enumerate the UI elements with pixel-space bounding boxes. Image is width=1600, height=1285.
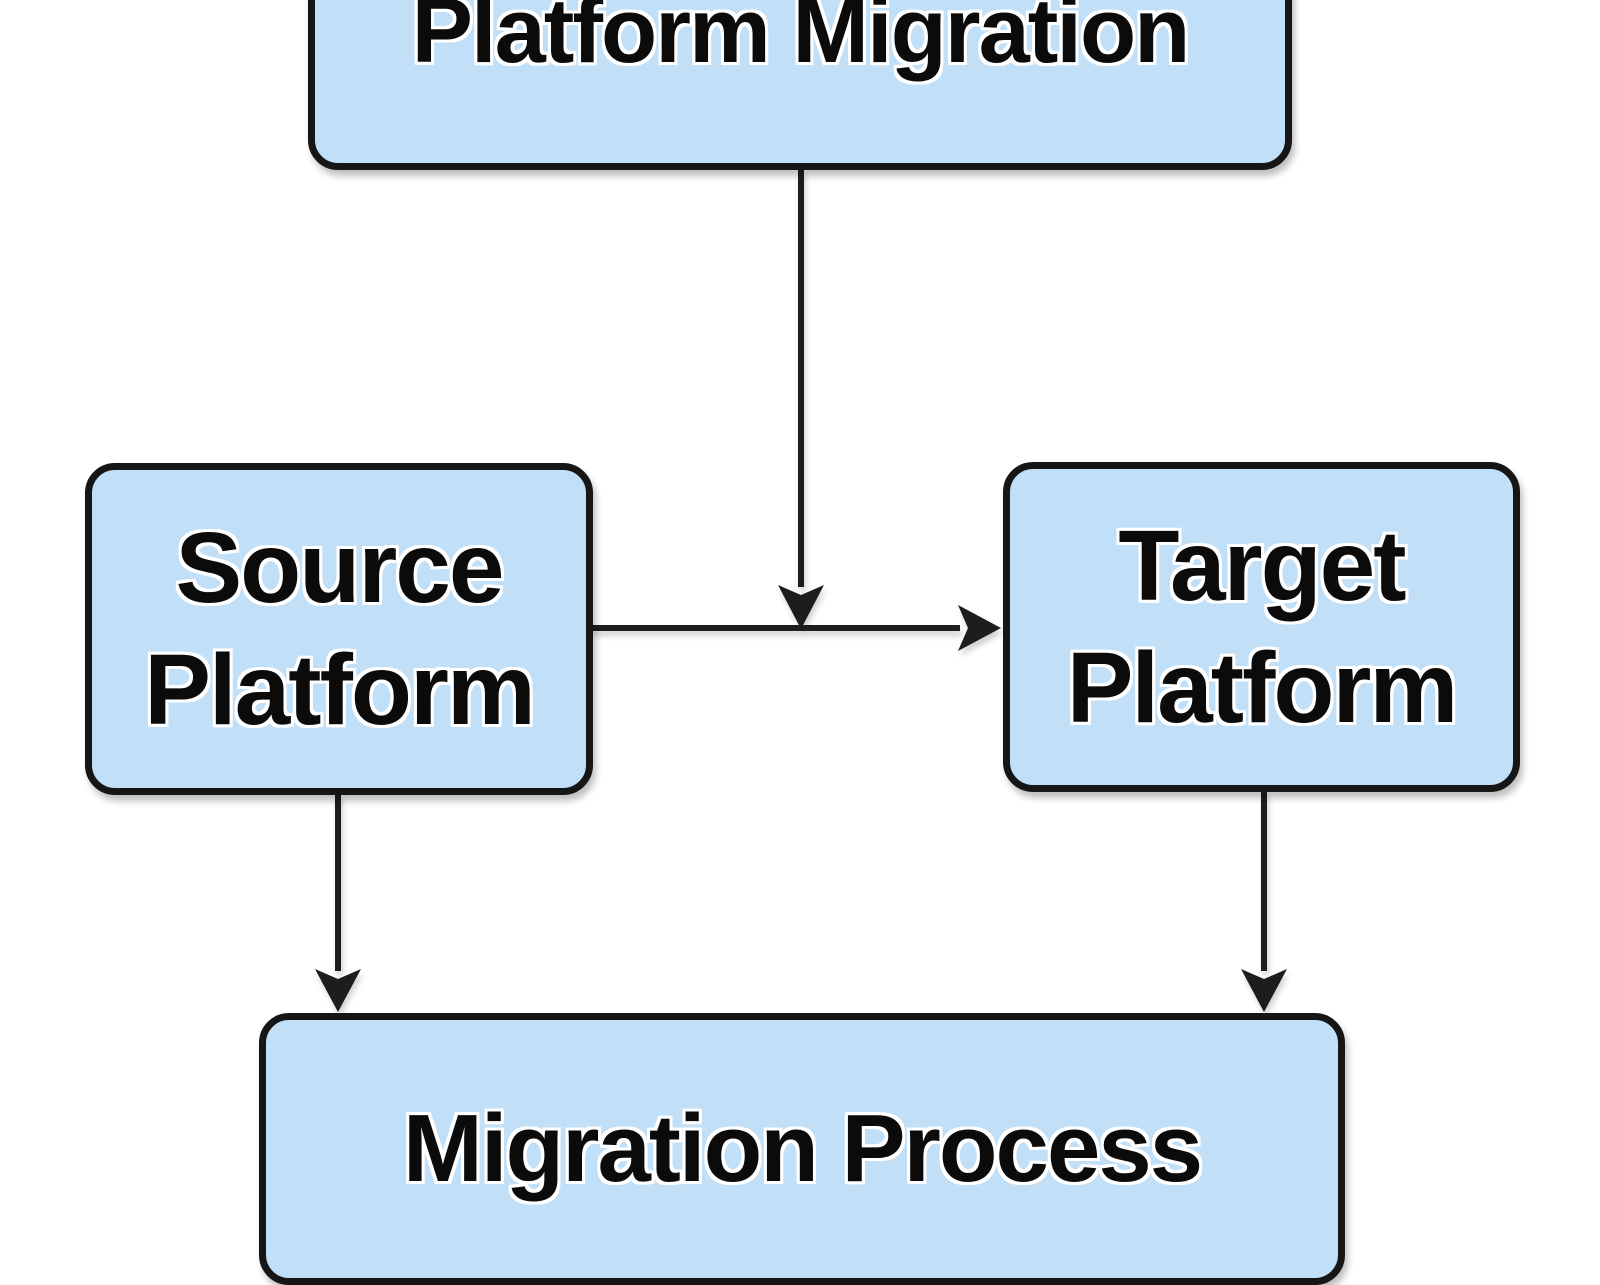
- edge-target-to-migration: [1241, 790, 1287, 1012]
- edge-platform-migration-to-connector: [778, 170, 824, 629]
- node-label-platform-migration: Platform Migration: [411, 0, 1191, 82]
- node-label-migration-process: Migration Process: [402, 1095, 1203, 1203]
- arrowhead-down-icon: [315, 969, 361, 1012]
- arrowhead-down-icon: [1241, 969, 1287, 1012]
- flowchart-canvas: Platform Migration Source Platform Targe…: [85, 0, 1520, 1285]
- edge-source-to-target: [590, 605, 1001, 651]
- node-target-platform: Target Platform: [1003, 462, 1520, 792]
- node-migration-process: Migration Process: [259, 1013, 1345, 1285]
- arrowhead-right-icon: [958, 605, 1001, 651]
- edge-source-to-migration: [315, 793, 361, 1012]
- node-label-target-platform: Target Platform: [1066, 510, 1459, 744]
- arrowhead-down-icon: [778, 585, 824, 629]
- node-label-source-platform: Source Platform: [144, 512, 536, 746]
- node-platform-migration: Platform Migration: [308, 0, 1292, 170]
- edge-layer: [315, 170, 1287, 1012]
- node-source-platform: Source Platform: [85, 463, 593, 795]
